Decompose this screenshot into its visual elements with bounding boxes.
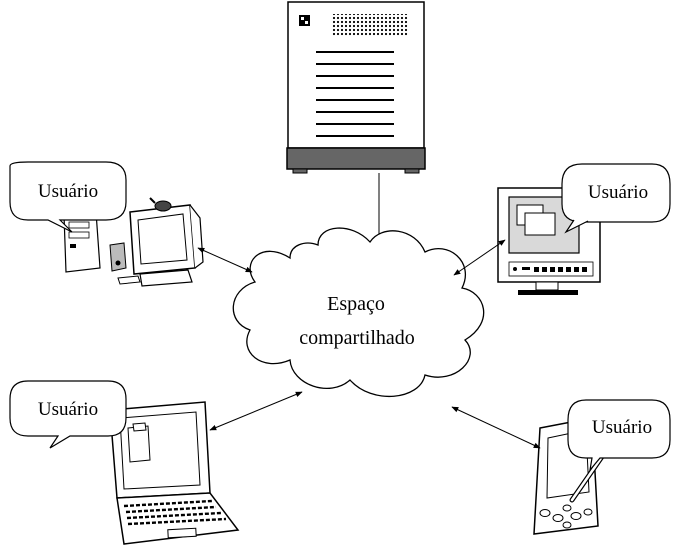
user-callout-desktop: Usuário	[9, 161, 127, 233]
laptop-icon	[109, 401, 240, 545]
user-label-pda: Usuário	[592, 417, 652, 438]
user-callout-monitor: Usuário	[561, 163, 671, 234]
user-callout-laptop: Usuário	[9, 380, 127, 449]
arrow-monitor-cloud	[453, 239, 506, 276]
user-label-laptop: Usuário	[38, 399, 98, 420]
arrow-laptop-cloud	[209, 391, 303, 431]
cloud-shape	[232, 227, 485, 398]
cloud-label-line1: Espaço	[327, 293, 385, 315]
cloud-label-line2: compartilhado	[299, 327, 415, 349]
server-icon	[286, 1, 426, 174]
desktop-computer-icon	[63, 197, 204, 287]
user-callout-pda: Usuário	[567, 399, 671, 473]
arrow-desktop-cloud	[197, 247, 253, 273]
user-label-monitor: Usuário	[588, 182, 648, 203]
user-label-desktop: Usuário	[38, 181, 98, 202]
arrow-pda-cloud	[451, 406, 541, 449]
